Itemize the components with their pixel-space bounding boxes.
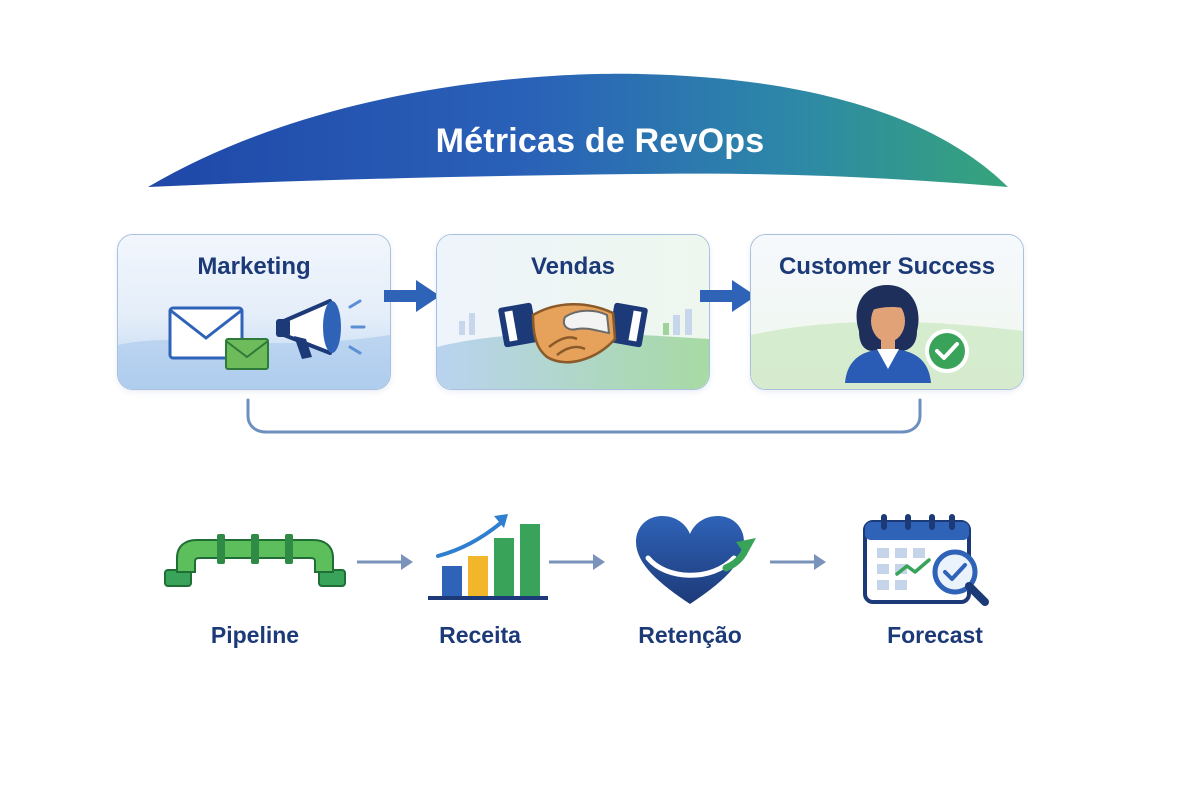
pipeline-icon (164, 534, 346, 587)
check-badge-icon (925, 329, 969, 373)
envelope-icon (168, 306, 269, 370)
page-title: Métricas de RevOps (435, 122, 765, 160)
stage-card-vendas: Vendas (436, 234, 710, 390)
metric-label: Forecast (887, 622, 983, 648)
arrow-right-icon (357, 554, 413, 570)
calendar-search-icon (863, 514, 989, 606)
stage-card-customer-success: Customer Success (750, 234, 1024, 390)
arrow-right-icon (770, 554, 826, 570)
person-icon (845, 285, 931, 383)
metric-label: Retenção (638, 622, 742, 648)
bar-chart-icon (428, 514, 548, 600)
handshake-icon (498, 302, 648, 364)
feedback-loop-connector (246, 398, 922, 434)
title-banner (148, 73, 1008, 187)
stage-label: Vendas (530, 253, 616, 280)
arrow-right-icon (700, 280, 756, 312)
stage-card-marketing: Marketing (117, 234, 391, 390)
heart-icon (636, 516, 756, 604)
metric-label: Receita (439, 622, 521, 648)
arrow-right-icon (549, 554, 605, 570)
stage-label: Marketing (197, 253, 311, 280)
megaphone-icon (276, 299, 366, 359)
metric-label: Pipeline (210, 622, 300, 648)
stage-label: Customer Success (778, 253, 996, 280)
arrow-right-icon (384, 280, 440, 312)
